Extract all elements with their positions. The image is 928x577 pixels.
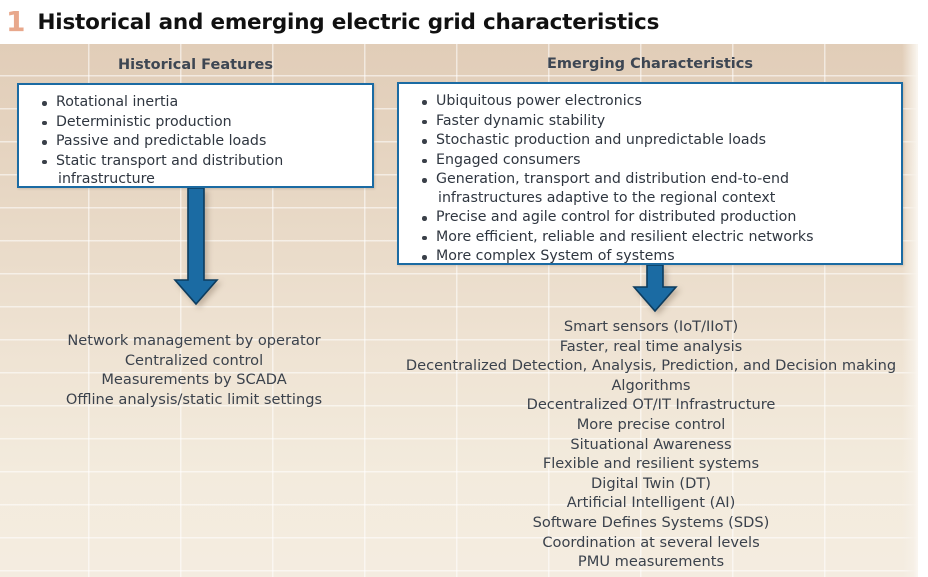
list-item: Engaged consumers — [421, 151, 895, 170]
outcome-line: Measurements by SCADA — [101, 371, 287, 389]
down-arrow-icon-historical — [173, 188, 219, 306]
list-item-label: Ubiquitous power electronics — [436, 93, 642, 109]
emerging-characteristics-box: Ubiquitous power electronics Faster dyna… — [397, 82, 903, 265]
list-item: Faster dynamic stability — [421, 112, 895, 131]
down-arrow-icon-emerging — [632, 265, 678, 313]
outcome-line: Artificial Intelligent (AI) — [566, 494, 736, 512]
list-item: Rotational inertia — [41, 93, 366, 112]
outcome-line: Decentralized Detection, Analysis, Predi… — [405, 357, 897, 394]
column-heading-historical: Historical Features — [118, 57, 273, 73]
list-item-label-continued: infrastructures adaptive to the regional… — [438, 189, 776, 206]
list-item: Precise and agile control for distribute… — [421, 208, 895, 227]
slide-title-row: 1 Historical and emerging electric grid … — [0, 0, 928, 44]
outcome-line: Decentralized OT/IT Infrastructure — [526, 396, 776, 414]
list-item-label-continued: infrastructure — [58, 171, 155, 187]
outcome-line: Digital Twin (DT) — [591, 474, 711, 492]
outcome-line: Offline analysis/static limit settings — [65, 390, 323, 408]
page-title: Historical and emerging electric grid ch… — [37, 9, 660, 35]
list-item-label: More efficient, reliable and resilient e… — [436, 228, 814, 245]
list-item: Ubiquitous power electronics — [421, 92, 895, 111]
emerging-outcomes: Smart sensors (IoT/IIoT) Faster, real ti… — [395, 317, 907, 572]
list-item-label: Rotational inertia — [56, 94, 179, 110]
list-item: Stochastic production and unpredictable … — [421, 131, 895, 150]
content-panel: Historical Features Emerging Characteris… — [0, 44, 918, 577]
slide-number: 1 — [6, 5, 26, 38]
list-item: Static transport and distribution infras… — [41, 152, 366, 189]
outcome-line: Flexible and resilient systems — [542, 455, 760, 473]
list-item: More complex System of systems — [421, 247, 895, 266]
outcome-line: Situational Awareness — [570, 435, 732, 453]
historical-features-box: Rotational inertia Deterministic product… — [17, 83, 374, 188]
outcome-line: Faster, real time analysis — [559, 337, 743, 355]
list-item: Passive and predictable loads — [41, 132, 366, 151]
outcome-line: Coordination at several levels — [542, 533, 760, 551]
list-item: More efficient, reliable and resilient e… — [421, 228, 895, 247]
list-item: Generation, transport and distribution e… — [421, 170, 895, 207]
list-item-label: Generation, transport and distribution e… — [436, 171, 789, 187]
outcome-line: Network management by operator — [67, 332, 321, 349]
list-item-label: Precise and agile control for distribute… — [436, 209, 797, 225]
list-item-label: Engaged consumers — [436, 151, 581, 168]
outcome-line: Software Defines Systems (SDS) — [532, 513, 770, 531]
list-item-label: Passive and predictable loads — [56, 133, 267, 149]
outcome-line: More precise control — [576, 415, 726, 433]
historical-outcomes: Network management by operator Centraliz… — [14, 331, 374, 409]
list-item-label: Stochastic production and unpredictable … — [436, 132, 766, 148]
list-item-label: Deterministic production — [56, 113, 232, 130]
historical-features-list: Rotational inertia Deterministic product… — [19, 85, 372, 196]
outcome-line: Smart sensors (IoT/IIoT) — [563, 318, 739, 335]
list-item-label: Static transport and distribution — [56, 152, 284, 169]
emerging-characteristics-list: Ubiquitous power electronics Faster dyna… — [399, 84, 901, 273]
list-item-label: More complex System of systems — [436, 248, 675, 264]
list-item: Deterministic production — [41, 113, 366, 132]
outcome-line: PMU measurements — [577, 553, 725, 571]
column-heading-emerging: Emerging Characteristics — [546, 56, 754, 72]
list-item-label: Faster dynamic stability — [436, 112, 606, 129]
outcome-line: Centralized control — [124, 351, 264, 369]
